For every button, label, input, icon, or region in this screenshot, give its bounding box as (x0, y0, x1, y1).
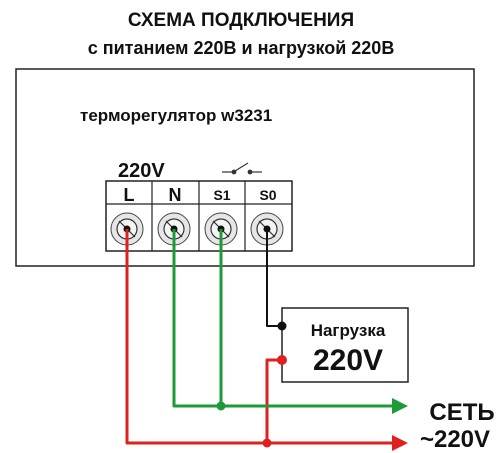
junction-dot-red-load (277, 355, 287, 365)
relay-switch-icon (222, 162, 262, 175)
red-wire-load (265, 358, 282, 443)
diagram-title-line1: СХЕМА ПОДКЛЮЧЕНИЯ (128, 10, 354, 31)
terminal-label-l: L (124, 185, 135, 205)
power-label: 220V (118, 160, 165, 182)
network-voltage: ~220V (420, 426, 490, 453)
diagram-title-line2: с питанием 220В и нагрузкой 220В (88, 38, 395, 58)
junction-dot-red-bottom (262, 438, 272, 448)
terminal-label-n: N (169, 185, 182, 205)
terminal-block (105, 180, 293, 252)
arrow-green-icon (392, 398, 408, 414)
junction-dot-black-load (277, 321, 287, 331)
device-name: терморегулятор w3231 (80, 106, 272, 125)
load-box (281, 307, 409, 383)
network-label: СЕТЬ (429, 399, 494, 426)
green-wire-n (172, 229, 395, 408)
load-voltage: 220V (313, 344, 383, 377)
terminal-label-s0: S0 (259, 187, 276, 203)
load-title: Нагрузка (311, 321, 386, 340)
red-wire-l (125, 229, 395, 445)
junction-dot-green (216, 401, 226, 411)
terminal-label-s1: S1 (213, 187, 230, 203)
arrow-red-icon (392, 435, 408, 451)
black-wire-s0 (266, 229, 282, 327)
